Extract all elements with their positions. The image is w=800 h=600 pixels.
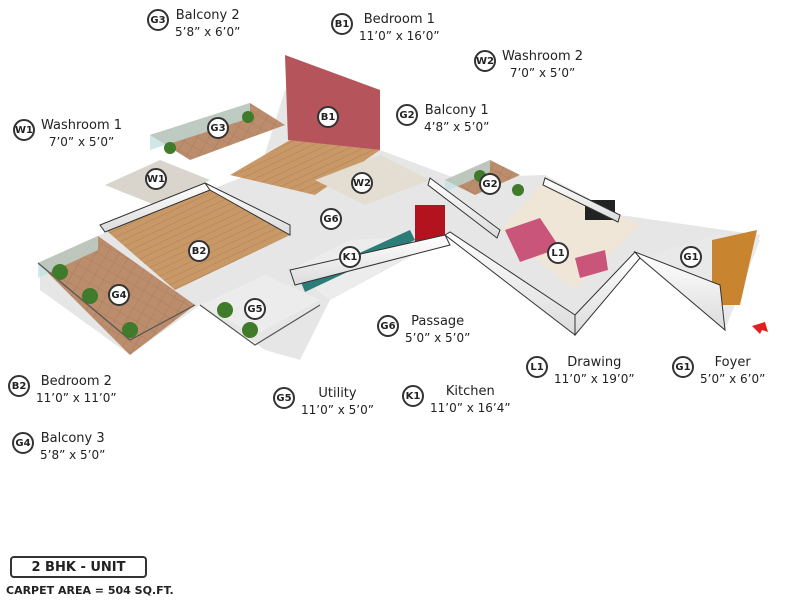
legend-b2: B2 Bedroom 2 11’0” x 11’0”: [8, 374, 117, 406]
marker-l1: L1: [547, 242, 569, 264]
room-name: Balcony 3: [40, 431, 105, 446]
room-dimensions: 4’8” x 5’0”: [424, 120, 490, 134]
room-dimensions: 11’0” x 19’0”: [554, 372, 635, 386]
room-code-badge: L1: [526, 356, 548, 378]
room-name: Bedroom 1: [363, 12, 435, 27]
floor-slab: [40, 90, 760, 360]
bedroom-1-floor: [230, 55, 380, 195]
walls: [99, 177, 726, 337]
room-code-badge: G2: [396, 104, 418, 126]
legend-g5: G5 Utility 11’0” x 5’0”: [273, 386, 374, 418]
carpet-area-label: CARPET AREA = 504 SQ.FT.: [6, 584, 174, 597]
room-dimensions: 5’8” x 5’0”: [40, 448, 106, 462]
legend-w2: W2 Washroom 2 7’0” x 5’0”: [474, 49, 583, 81]
room-name: Utility: [318, 386, 357, 401]
room-code-badge: G5: [273, 387, 295, 409]
room-dimensions: 5’0” x 6’0”: [700, 372, 766, 386]
room-name: Balcony 2: [175, 8, 240, 23]
room-code-badge: G3: [147, 9, 169, 31]
room-dimensions: 11’0” x 11’0”: [36, 391, 117, 405]
room-dimensions: 11’0” x 16’0”: [359, 29, 440, 43]
legend-g4: G4 Balcony 3 5’8” x 5’0”: [12, 431, 105, 463]
unit-type-label: 2 BHK - UNIT: [10, 556, 147, 578]
legend-l1: L1 Drawing 11’0” x 19’0”: [526, 355, 635, 387]
room-code-badge: K1: [402, 385, 424, 407]
marker-g4: G4: [108, 284, 130, 306]
legend-w1: W1 Washroom 1 7’0” x 5’0”: [13, 118, 122, 150]
room-dimensions: 5’0” x 5’0”: [405, 331, 471, 345]
armchair: [575, 250, 608, 278]
room-code-badge: B2: [8, 375, 30, 397]
room-code-badge: G4: [12, 432, 34, 454]
room-code-badge: G1: [672, 356, 694, 378]
room-name: Washroom 1: [41, 118, 123, 133]
room-name: Foyer: [714, 355, 751, 370]
marker-b1: B1: [317, 106, 339, 128]
legend-g3: G3 Balcony 2 5’8” x 6’0”: [147, 8, 240, 40]
room-name: Balcony 1: [424, 103, 489, 118]
room-dimensions: 7’0” x 5’0”: [48, 135, 115, 149]
marker-g6: G6: [320, 208, 342, 230]
room-name: Washroom 2: [502, 49, 584, 64]
marker-b2: B2: [188, 240, 210, 262]
marker-w1: W1: [145, 168, 167, 190]
legend-b1: B1 Bedroom 1 11’0” x 16’0”: [331, 12, 440, 44]
room-dimensions: 11’0” x 16’4”: [430, 401, 511, 415]
room-dimensions: 5’8” x 6’0”: [175, 25, 241, 39]
bedroom-1-accent-wall: [285, 55, 380, 150]
room-dimensions: 11’0” x 5’0”: [301, 403, 374, 417]
marker-k1: K1: [339, 246, 361, 268]
entrance-door: [712, 230, 757, 305]
legend-g1: G1 Foyer 5’0” x 6’0”: [672, 355, 765, 387]
marker-g5: G5: [244, 298, 266, 320]
room-dimensions: 7’0” x 5’0”: [509, 66, 576, 80]
legend-g2: G2 Balcony 1 4’8” x 5’0”: [396, 103, 489, 135]
room-name: Bedroom 2: [40, 374, 112, 389]
entry-arrow-icon: [752, 322, 768, 334]
marker-g2: G2: [479, 173, 501, 195]
marker-g3: G3: [207, 117, 229, 139]
room-name: Passage: [411, 314, 465, 329]
room-code-badge: W2: [474, 50, 496, 72]
room-code-badge: B1: [331, 13, 353, 35]
marker-w2: W2: [351, 172, 373, 194]
marker-g1: G1: [680, 246, 702, 268]
plants: [52, 111, 524, 338]
sofa: [505, 218, 560, 262]
room-name: Kitchen: [445, 384, 495, 399]
room-code-badge: G6: [377, 315, 399, 337]
legend-g6: G6 Passage 5’0” x 5’0”: [377, 314, 470, 346]
room-code-badge: W1: [13, 119, 35, 141]
room-name: Drawing: [567, 355, 622, 370]
legend-k1: K1 Kitchen 11’0” x 16’4”: [402, 384, 511, 416]
